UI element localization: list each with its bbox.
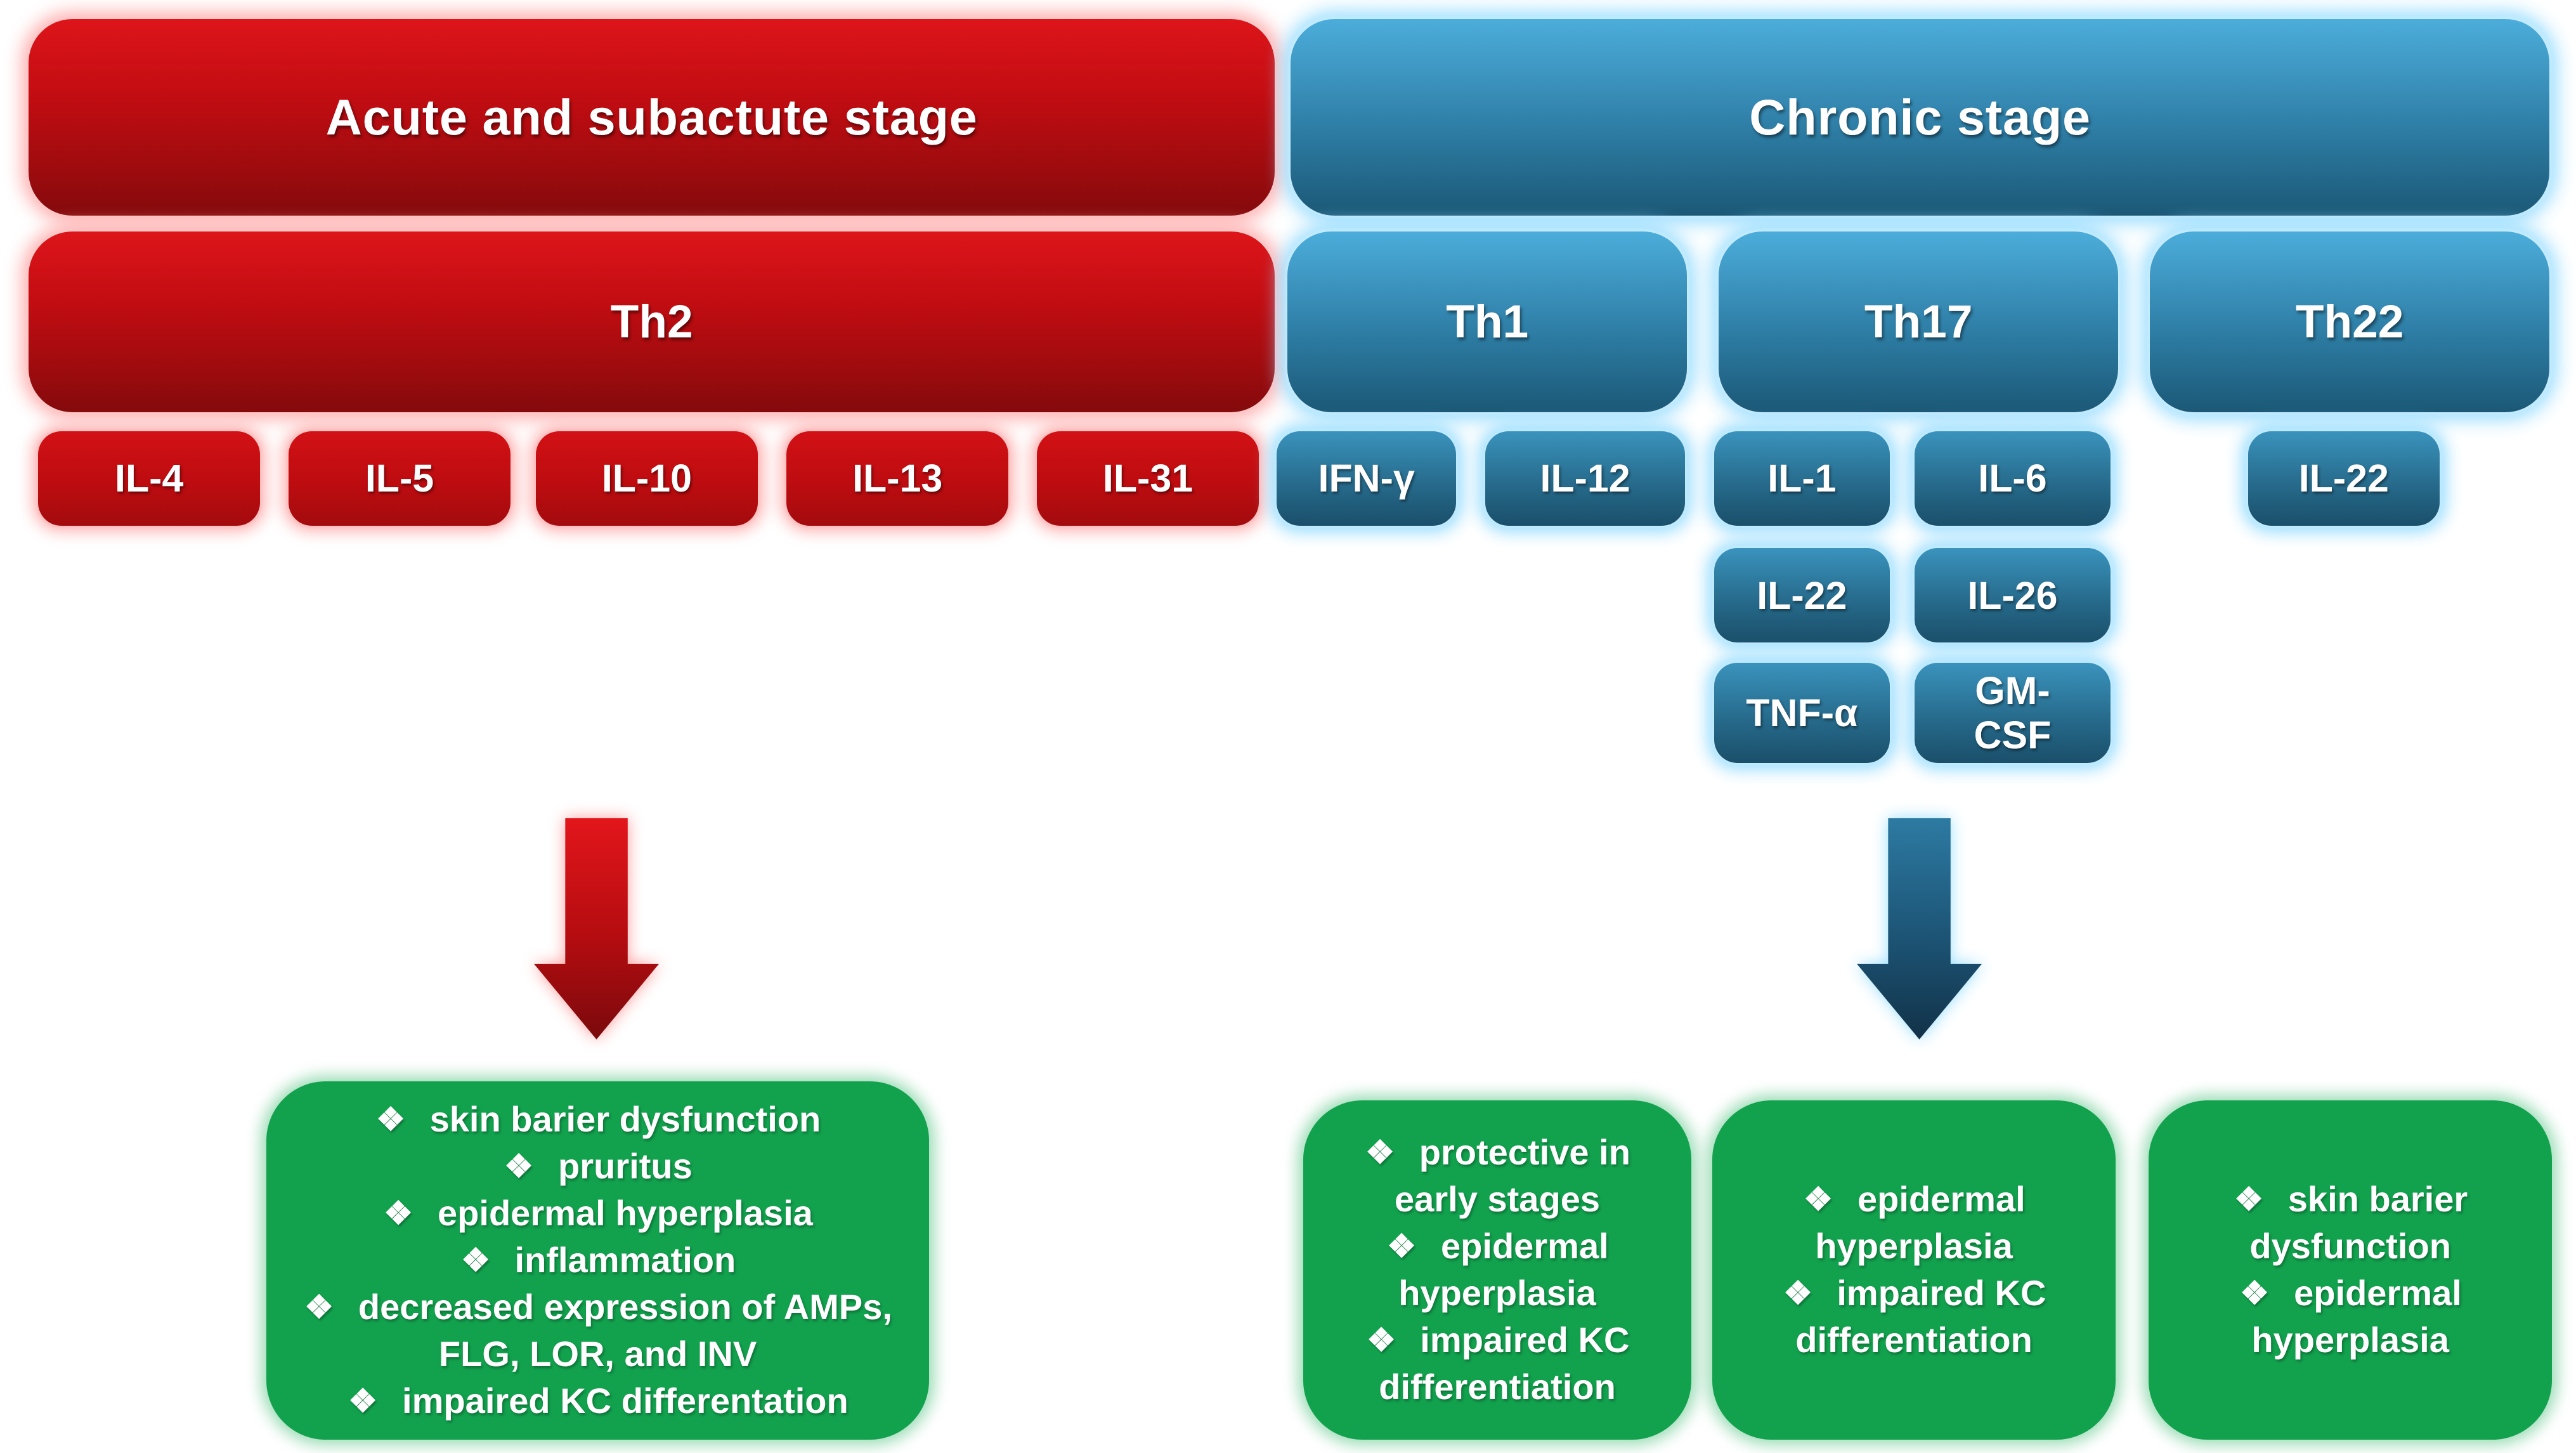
cytokine-box-il1: IL-1 [1714, 431, 1890, 526]
cell-box-th1-label: Th1 [1446, 296, 1529, 348]
cytokine-label: IL-5 [365, 457, 434, 500]
cytokine-label: IL-1 [1767, 457, 1837, 500]
cell-box-th1: Th1 [1287, 231, 1688, 412]
cytokine-label: IFN-γ [1318, 457, 1415, 500]
bullet-text: skin barier dysfunction [2249, 1179, 2468, 1267]
diamond-bullet-icon: ❖ [304, 1288, 334, 1326]
bullet-text: impaired KC differentiation [1795, 1273, 2046, 1360]
cytokine-label: IL-4 [115, 457, 184, 500]
diamond-bullet-icon: ❖ [1804, 1180, 1833, 1218]
bullet-text: decreased expression of AMPs, FLG, LOR, … [358, 1287, 892, 1374]
cytokine-label: TNF-α [1746, 691, 1858, 735]
bullet-item: ❖ epidermal hyperplasia [382, 1190, 813, 1237]
outcome-box-th1: ❖protective in early stages ❖epidermal h… [1303, 1100, 1692, 1440]
bullet-text: skin barier dysfunction [429, 1099, 821, 1140]
cytokine-label: GM- CSF [1974, 669, 2052, 757]
bullet-text: impaired KC differentiation [1379, 1320, 1630, 1407]
bullet-text: epidermal hyperplasia [1815, 1179, 2026, 1267]
diamond-bullet-icon: ❖ [460, 1241, 491, 1279]
cell-box-th2: Th2 [29, 231, 1275, 412]
cell-box-th22-label: Th22 [2295, 296, 2404, 348]
cytokine-label: IL-10 [601, 457, 693, 500]
cytokine-label: IL-31 [1102, 457, 1194, 500]
bullet-item: ❖ inflammation [460, 1237, 736, 1284]
cell-box-th22: Th22 [2150, 231, 2550, 412]
cytokine-box-il31: IL-31 [1036, 431, 1259, 526]
cytokine-label: IL-22 [2298, 457, 2389, 500]
bullet-item: ❖skin barier dysfunction [2172, 1176, 2529, 1270]
diamond-bullet-icon: ❖ [384, 1194, 413, 1232]
diamond-bullet-icon: ❖ [504, 1147, 534, 1185]
cell-box-th17-label: Th17 [1864, 296, 1973, 348]
cytokine-box-il5: IL-5 [288, 431, 511, 526]
bullet-text: epidermal hyperplasia [1398, 1226, 1609, 1313]
cytokine-box-il22-th17: IL-22 [1714, 548, 1890, 643]
diamond-bullet-icon: ❖ [2234, 1180, 2264, 1218]
blue-down-arrow-icon [1856, 818, 1982, 1039]
bullet-text: pruritus [558, 1146, 693, 1187]
bullet-item: ❖epidermal hyperplasia [1327, 1223, 1669, 1317]
outcome-box-th2: ❖ skin barier dysfunction ❖ pruritus ❖ epid… [266, 1081, 930, 1440]
bullet-item: ❖ skin barier dysfunction [375, 1096, 821, 1143]
cytokine-box-il4: IL-4 [38, 431, 261, 526]
cytokine-box-il26: IL-26 [1914, 548, 2111, 643]
bullet-item: ❖ impaired KC differentation [347, 1378, 848, 1424]
bullet-item: ❖impaired KC differentiation [1327, 1317, 1669, 1411]
bullet-text: epidermal hyperplasia [437, 1193, 813, 1234]
diamond-bullet-icon: ❖ [1783, 1274, 1812, 1312]
bullet-text: protective in early stages [1394, 1132, 1630, 1220]
cytokine-label: IL-22 [1757, 573, 1847, 617]
stage-header-acute: Acute and subactute stage [29, 19, 1275, 216]
cytokine-box-il6: IL-6 [1914, 431, 2111, 526]
cytokine-label: IL-6 [1978, 457, 2047, 500]
outcome-box-th22: ❖skin barier dysfunction ❖epidermal hype… [2149, 1100, 2553, 1440]
cytokine-label: IL-26 [1967, 573, 2058, 617]
bullet-text: epidermal hyperplasia [2251, 1273, 2462, 1360]
stage-header-acute-label: Acute and subactute stage [325, 88, 978, 145]
diamond-bullet-icon: ❖ [2240, 1274, 2270, 1312]
bullet-item: ❖epidermal hyperplasia [1736, 1176, 2093, 1270]
diamond-bullet-icon: ❖ [1366, 1321, 1396, 1359]
cell-box-th17: Th17 [1719, 231, 2119, 412]
bullet-item: ❖impaired KC differentiation [1736, 1270, 2093, 1364]
diamond-bullet-icon: ❖ [1387, 1227, 1417, 1265]
diamond-bullet-icon: ❖ [375, 1100, 406, 1138]
cytokine-box-il13: IL-13 [786, 431, 1009, 526]
stage-header-chronic: Chronic stage [1291, 19, 2550, 216]
cytokine-box-ifn-gamma: IFN-γ [1277, 431, 1457, 526]
cytokine-box-il10: IL-10 [535, 431, 758, 526]
outcome-box-th17: ❖epidermal hyperplasia ❖impaired KC diff… [1712, 1100, 2116, 1440]
bullet-item: ❖ decreased expression of AMPs, FLG, LOR,… [290, 1284, 906, 1378]
cytokine-label: IL-12 [1540, 457, 1630, 500]
bullet-item: ❖ pruritus [503, 1143, 692, 1190]
bullet-text: impaired KC differentation [402, 1381, 849, 1421]
bullet-text: inflammation [514, 1240, 736, 1280]
cytokine-label: IL-13 [852, 457, 943, 500]
diamond-bullet-icon: ❖ [1365, 1133, 1395, 1171]
bullet-item: ❖protective in early stages [1327, 1129, 1669, 1223]
cytokine-box-gm-csf: GM- CSF [1914, 663, 2111, 764]
diamond-bullet-icon: ❖ [348, 1382, 378, 1419]
cytokine-box-tnf-alpha: TNF-α [1714, 663, 1890, 764]
stage-header-chronic-label: Chronic stage [1749, 88, 2091, 145]
cytokine-box-il22-th22: IL-22 [2247, 431, 2440, 526]
bullet-item: ❖epidermal hyperplasia [2172, 1270, 2529, 1364]
cytokine-box-il12: IL-12 [1485, 431, 1685, 526]
cell-box-th2-label: Th2 [610, 296, 693, 348]
red-down-arrow-icon [534, 818, 660, 1039]
